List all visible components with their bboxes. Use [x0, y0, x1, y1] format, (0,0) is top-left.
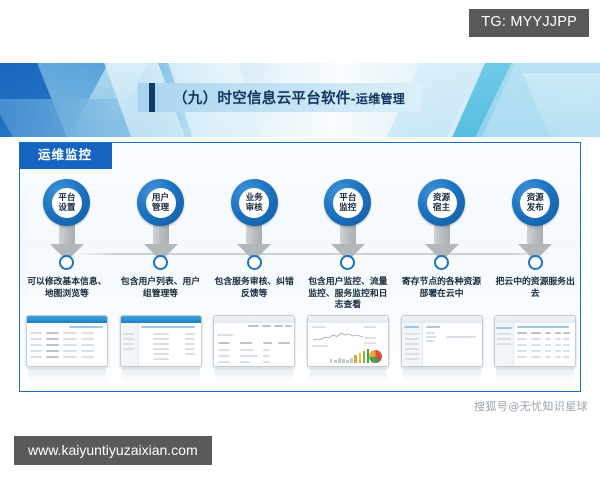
screenshot-thumbnail-row: [20, 315, 582, 385]
process-node-6[interactable]: 资源 发布: [511, 179, 559, 226]
page-title-sub: -运维管理: [350, 92, 406, 106]
thumbnail-3-reflection: [215, 368, 294, 382]
title-plate: （九）时空信息云平台软件-运维管理: [155, 83, 422, 112]
process-node-5-label-line1: 资源: [432, 192, 451, 203]
pie-chart-icon: [368, 350, 382, 363]
thumbnail-cell-6: [488, 315, 582, 385]
process-node-4[interactable]: 平台 监控: [324, 179, 372, 226]
process-column-1: 平台 设置 可以修改基本信息、地图浏览等: [20, 171, 114, 393]
process-node-3-label-line1: 业务: [245, 192, 263, 203]
thumbnail-3-titlebar: [214, 316, 295, 323]
sohu-watermark: 搜狐号@无忧知识星球: [474, 400, 588, 413]
process-node-5-label-line2: 宿主: [432, 202, 451, 213]
thumbnail-cell-3: [207, 315, 301, 385]
site-watermark-badge: www.kaiyuntiyuzaixian.com: [14, 436, 212, 465]
process-node-3[interactable]: 业务 审核: [230, 179, 278, 226]
process-node-2-label-line2: 管理: [151, 202, 170, 213]
tg-watermark-badge: TG: MYYJJPP: [469, 9, 589, 37]
process-column-2: 用户 管理 包含用户列表、用户组管理等: [114, 171, 208, 393]
slide-canvas: （九）时空信息云平台软件-运维管理 运维监控 平台 设置 可以修改基本信息、地图…: [0, 63, 600, 400]
screenshot-thumbnail-1[interactable]: [25, 315, 108, 367]
process-node-1-label-line1: 平台: [58, 192, 76, 203]
process-description-5: 寄存节点的各种资源部署在云中: [401, 277, 482, 299]
thumbnail-5-reflection: [402, 368, 481, 382]
process-node-4-inner: 平台 监控: [332, 187, 363, 218]
timeline-connector-line: [78, 253, 548, 255]
process-description-1: 可以修改基本信息、地图浏览等: [27, 277, 107, 299]
thumbnail-cell-4: [301, 315, 395, 385]
process-node-5-inner: 资源 宿主: [426, 187, 457, 218]
process-node-1[interactable]: 平台 设置: [43, 179, 91, 226]
screenshot-thumbnail-5[interactable]: [400, 315, 483, 367]
process-node-6-inner: 资源 发布: [520, 187, 551, 218]
thumbnail-1-reflection: [27, 368, 106, 382]
process-node-6-label-line1: 资源: [526, 192, 544, 203]
screenshot-thumbnail-6[interactable]: [494, 315, 577, 367]
process-description-3: 包含服务审核、纠错反馈等: [214, 277, 294, 299]
process-node-1-inner: 平台 设置: [51, 187, 82, 218]
process-description-2: 包含用户列表、用户组管理等: [120, 277, 201, 299]
thumbnail-6-titlebar: [495, 316, 576, 323]
thumbnail-cell-2: [114, 315, 208, 385]
process-column-5: 资源 宿主 寄存节点的各种资源部署在云中: [395, 171, 489, 393]
thumbnail-4-reflection: [308, 368, 387, 382]
section-badge: 运维监控: [20, 143, 113, 169]
process-node-3-inner: 业务 审核: [239, 187, 270, 218]
process-node-2-inner: 用户 管理: [145, 187, 176, 218]
thumbnail-2-titlebar: [120, 316, 201, 323]
timeline-marker-6: [527, 255, 543, 270]
thumbnail-cell-1: [20, 315, 114, 385]
process-node-5[interactable]: 资源 宿主: [418, 179, 466, 226]
process-description-4: 包含用户监控、流量监控、服务监控和日志查看: [308, 277, 388, 310]
process-description-6: 把云中的资源服务出去: [495, 277, 575, 299]
process-node-4-label-line1: 平台: [339, 192, 357, 203]
timeline-marker-1: [59, 255, 75, 270]
thumbnail-6-body: [495, 323, 575, 366]
line-chart-icon: [312, 332, 363, 341]
process-node-3-label-line2: 审核: [245, 202, 263, 213]
screenshot-thumbnail-3[interactable]: [213, 315, 296, 367]
slide-title: （九）时空信息云平台软件-运维管理: [138, 83, 422, 112]
thumbnail-cell-5: [395, 315, 489, 385]
title-accent-bar-dark: [149, 83, 155, 112]
title-accent-bar-light: [138, 83, 149, 112]
timeline-marker-4: [340, 255, 356, 270]
screenshot-thumbnail-4-dashboard[interactable]: [306, 315, 389, 367]
process-node-4-label-line2: 监控: [339, 202, 357, 213]
timeline-marker-5: [434, 255, 450, 270]
thumbnail-1-body: [27, 323, 107, 366]
thumbnail-2-reflection: [121, 368, 200, 382]
process-node-1-label-line2: 设置: [58, 202, 76, 213]
timeline-marker-3: [246, 255, 262, 270]
process-column-4: 平台 监控 包含用户监控、流量监控、服务监控和日志查看: [301, 171, 395, 393]
process-columns: 平台 设置 可以修改基本信息、地图浏览等 用户 管理: [20, 171, 582, 393]
process-column-6: 资源 发布 把云中的资源服务出去: [488, 171, 582, 393]
content-panel: 运维监控 平台 设置 可以修改基本信息、地图浏览等: [19, 142, 581, 392]
page-title-main: （九）时空信息云平台软件: [173, 91, 351, 107]
process-column-3: 业务 审核 包含服务审核、纠错反馈等: [207, 171, 301, 393]
thumbnail-6-reflection: [496, 368, 575, 382]
thumbnail-5-titlebar: [401, 316, 482, 323]
process-node-2-label-line1: 用户: [151, 192, 170, 203]
thumbnail-1-titlebar: [26, 316, 107, 323]
thumbnail-4-titlebar: [307, 316, 388, 323]
process-node-6-label-line2: 发布: [526, 202, 544, 213]
thumbnail-4-body: [308, 323, 388, 366]
screenshot-thumbnail-2[interactable]: [119, 315, 202, 367]
thumbnail-2-body: [120, 323, 201, 366]
process-node-2[interactable]: 用户 管理: [137, 179, 184, 226]
thumbnail-5-body: [401, 323, 482, 366]
timeline-marker-2: [153, 255, 168, 270]
page-title: （九）时空信息云平台软件-运维管理: [173, 87, 405, 108]
thumbnail-3-body: [214, 323, 294, 366]
